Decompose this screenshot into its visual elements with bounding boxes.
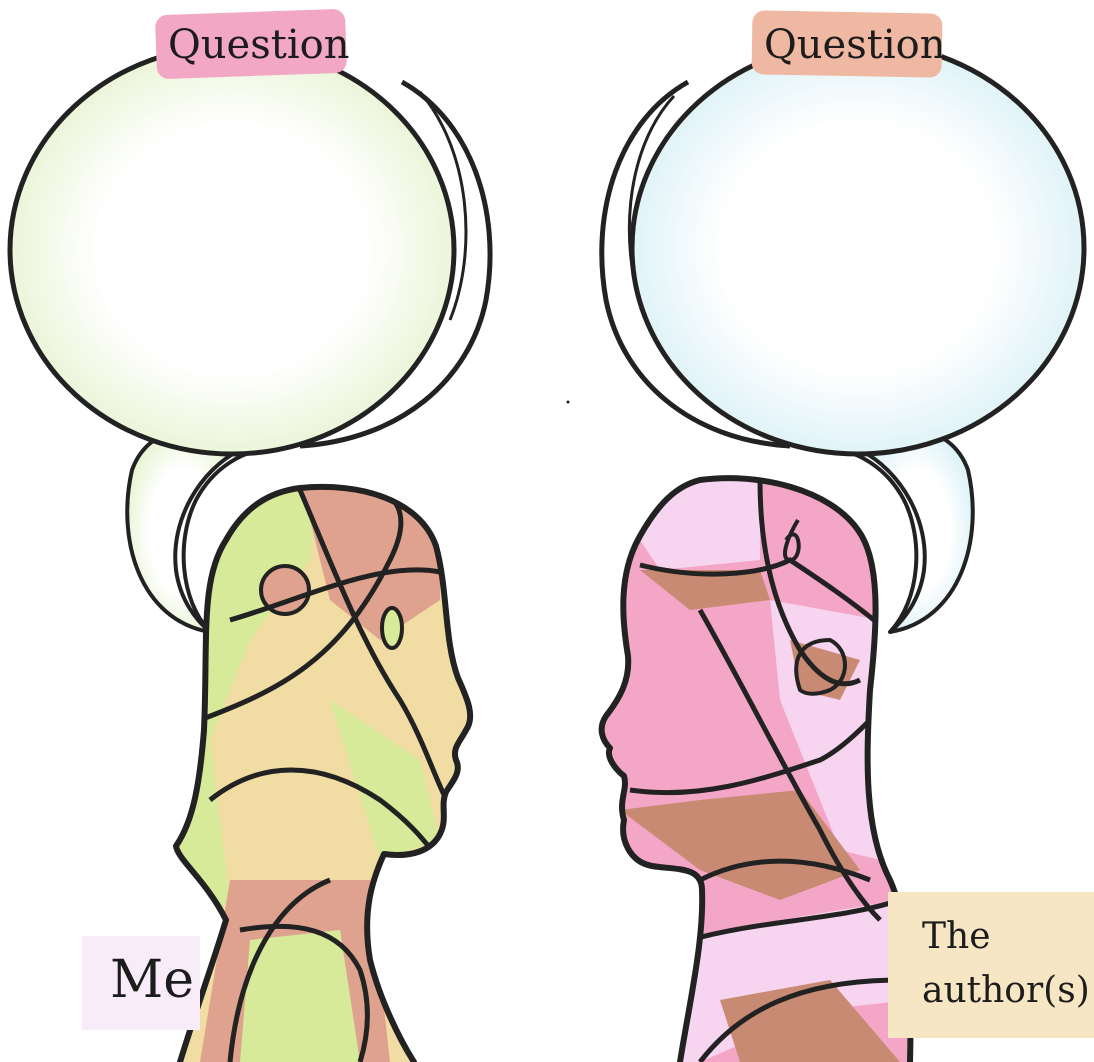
author-label-line1: The [922,916,991,957]
right-question-label: Question [764,22,945,68]
dot-mark [567,401,570,404]
me-label: Me [110,950,194,1010]
author-label-line2: author(s) [922,970,1090,1011]
right-head-profile [590,470,920,1062]
author-label-box [888,892,1094,1038]
left-head-profile [170,470,490,1062]
left-question-label: Question [168,22,349,68]
